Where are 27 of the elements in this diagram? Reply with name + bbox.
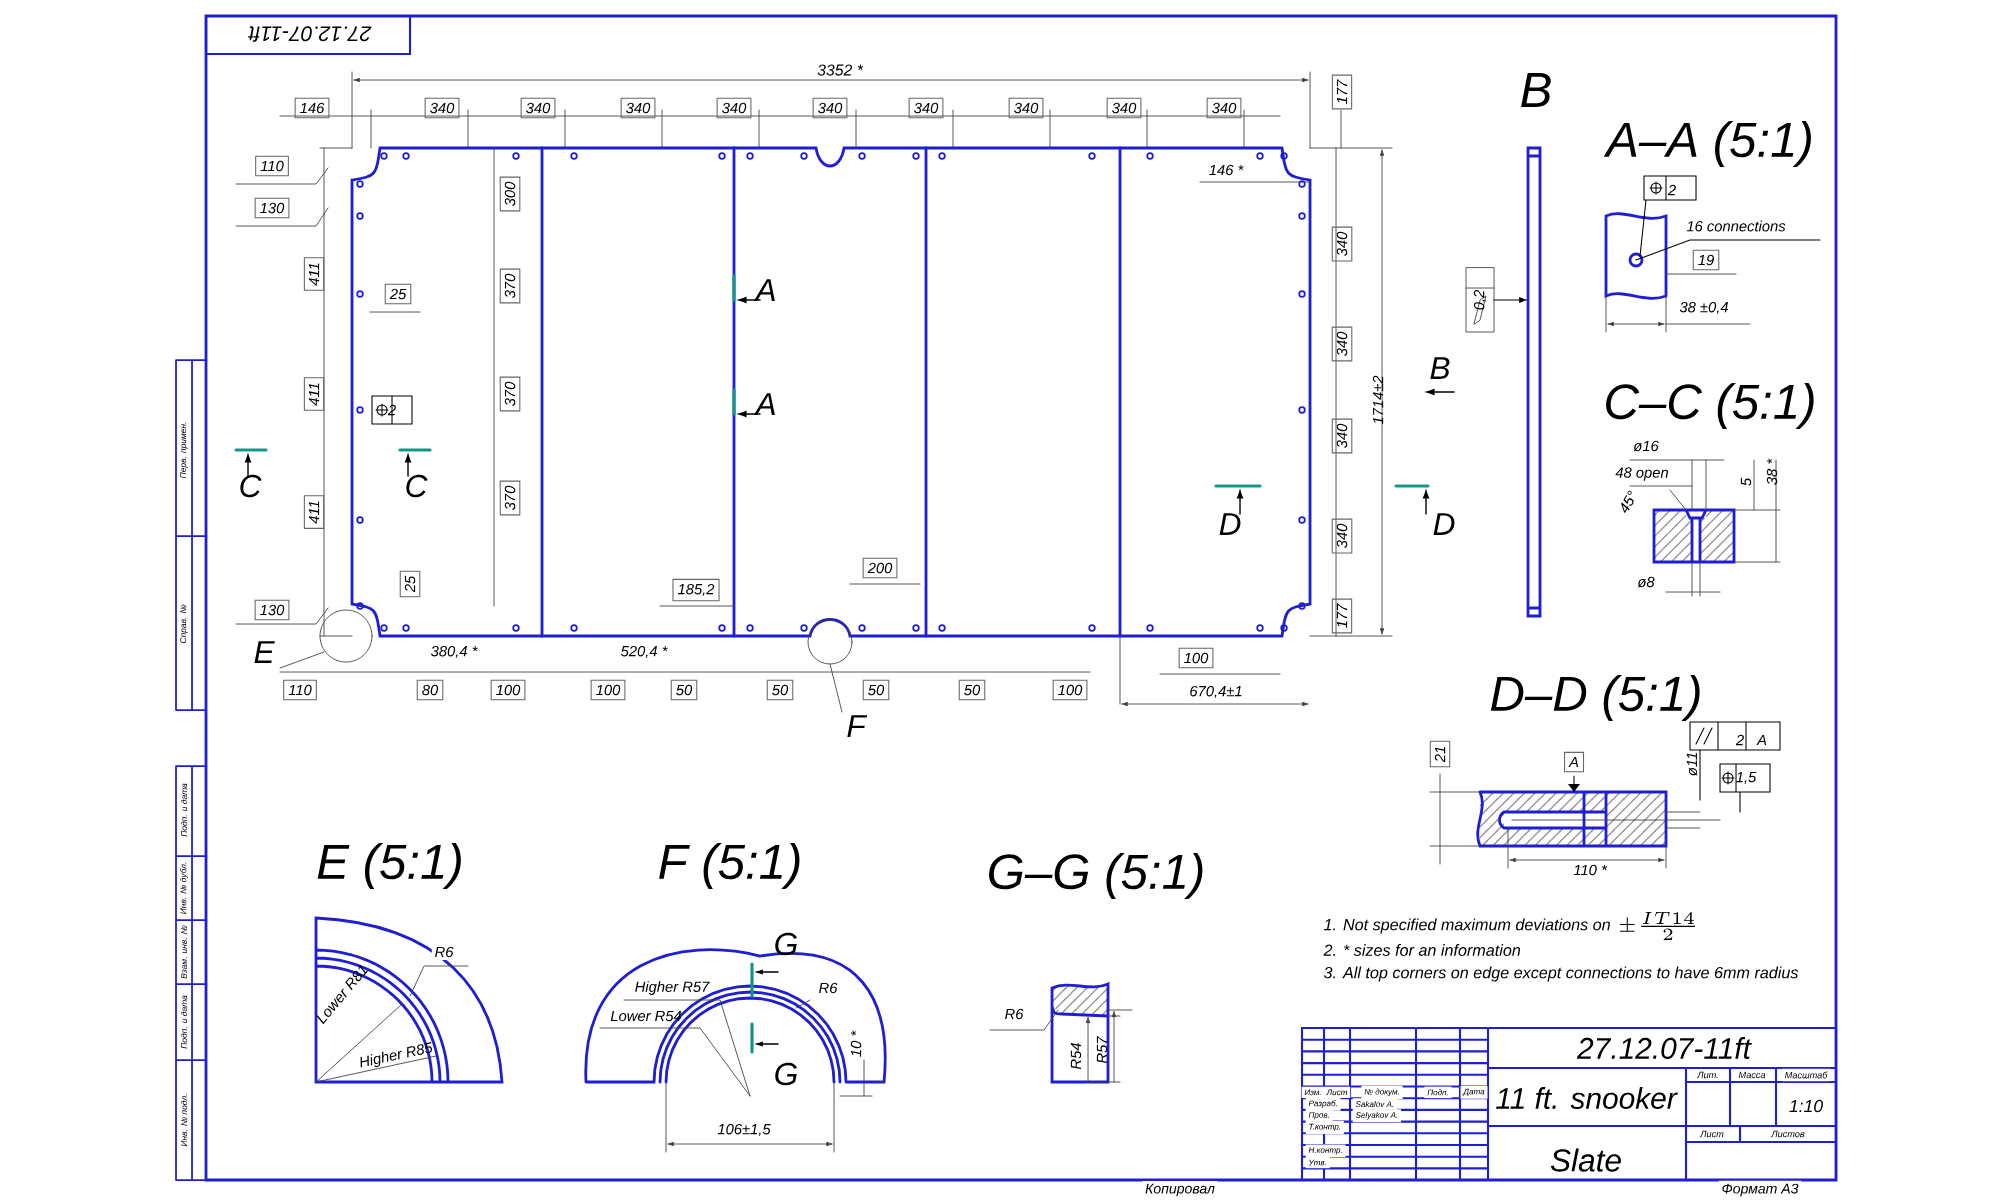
section-letter: G <box>775 1062 797 1086</box>
title-block-text: 27.12.07-11ft <box>1574 1034 1754 1062</box>
title-block-text: Slate <box>1547 1145 1625 1175</box>
title-block-text: 1:10 <box>1786 1097 1826 1116</box>
section-letter: B <box>1430 357 1450 379</box>
view-title: E (5:1) <box>317 843 461 889</box>
section-letter: F <box>847 715 868 737</box>
drawing-number: 27.12.07-11ft <box>247 26 372 42</box>
note: 3. All top corners on edge except connections to have 6mm radius <box>1323 966 1799 982</box>
section-letter: C <box>240 474 262 498</box>
view-title: C–C (5:1) <box>1606 383 1814 429</box>
formula: $\pm\frac{IT14}{2}$ <box>1619 911 1695 941</box>
section-letter: C <box>406 474 428 498</box>
note: 1. Not specified maximum deviations on <box>1323 918 1610 934</box>
view-title: A–A (5:1) <box>1603 121 1811 167</box>
section-letter: D <box>1433 513 1455 535</box>
section-letter: G <box>775 932 797 956</box>
section-letter: D <box>1219 513 1241 535</box>
note: 2. * sizes for an information <box>1323 944 1521 956</box>
title-block-text: 11 ft. snooker <box>1492 1084 1680 1112</box>
view-title: G–G (5:1) <box>989 853 1203 899</box>
section-letter: A <box>753 393 775 415</box>
view-title: D–D (5:1) <box>1490 675 1700 721</box>
view-title: B <box>1521 73 1551 107</box>
section-letter: E <box>254 641 275 663</box>
view-title: F (5:1) <box>659 843 800 889</box>
section-letter: A <box>753 279 775 301</box>
